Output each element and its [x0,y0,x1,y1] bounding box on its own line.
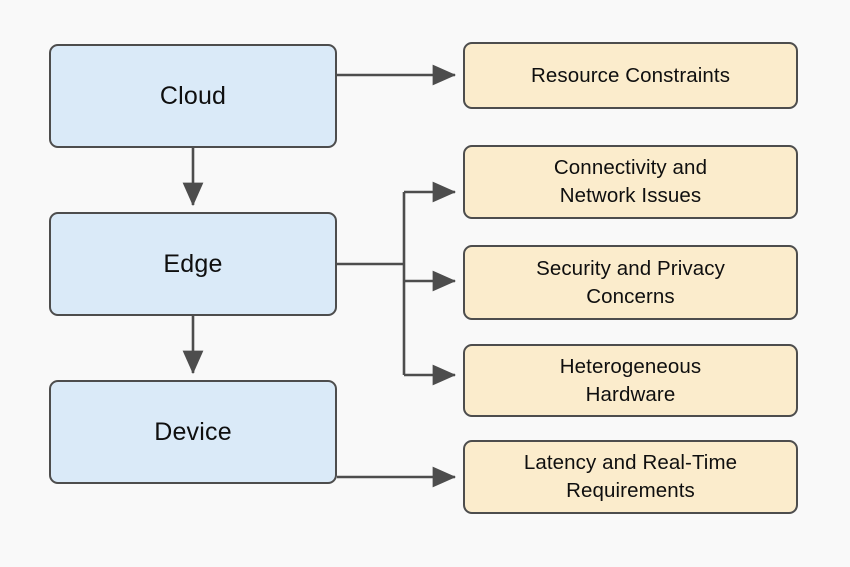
connector-edge-branch-trunk [337,192,406,375]
node-security-and-privacy-concerns-label: Security and Privacy Concerns [536,256,725,308]
node-security-and-privacy-concerns[interactable]: Security and Privacy Concerns [463,245,798,320]
node-heterogeneous-hardware[interactable]: Heterogeneous Hardware [463,344,798,417]
node-latency-and-real-time-requirements[interactable]: Latency and Real-Time Requirements [463,440,798,514]
node-connectivity-and-network-issues[interactable]: Connectivity and Network Issues [463,145,798,219]
node-edge[interactable]: Edge [49,212,337,316]
node-resource-constraints[interactable]: Resource Constraints [463,42,798,109]
node-edge-label: Edge [163,249,223,278]
node-connectivity-and-network-issues-label: Connectivity and Network Issues [553,156,708,207]
node-resource-constraints-label: Resource Constraints [530,63,731,87]
node-cloud[interactable]: Cloud [49,44,337,148]
node-cloud-label: Cloud [159,81,227,110]
node-device[interactable]: Device [49,380,337,484]
node-latency-and-real-time-requirements-label: Latency and Real-Time Requirements [523,451,738,502]
node-device-label: Device [154,417,232,446]
node-heterogeneous-hardware-label: Heterogeneous Hardware [559,354,702,406]
